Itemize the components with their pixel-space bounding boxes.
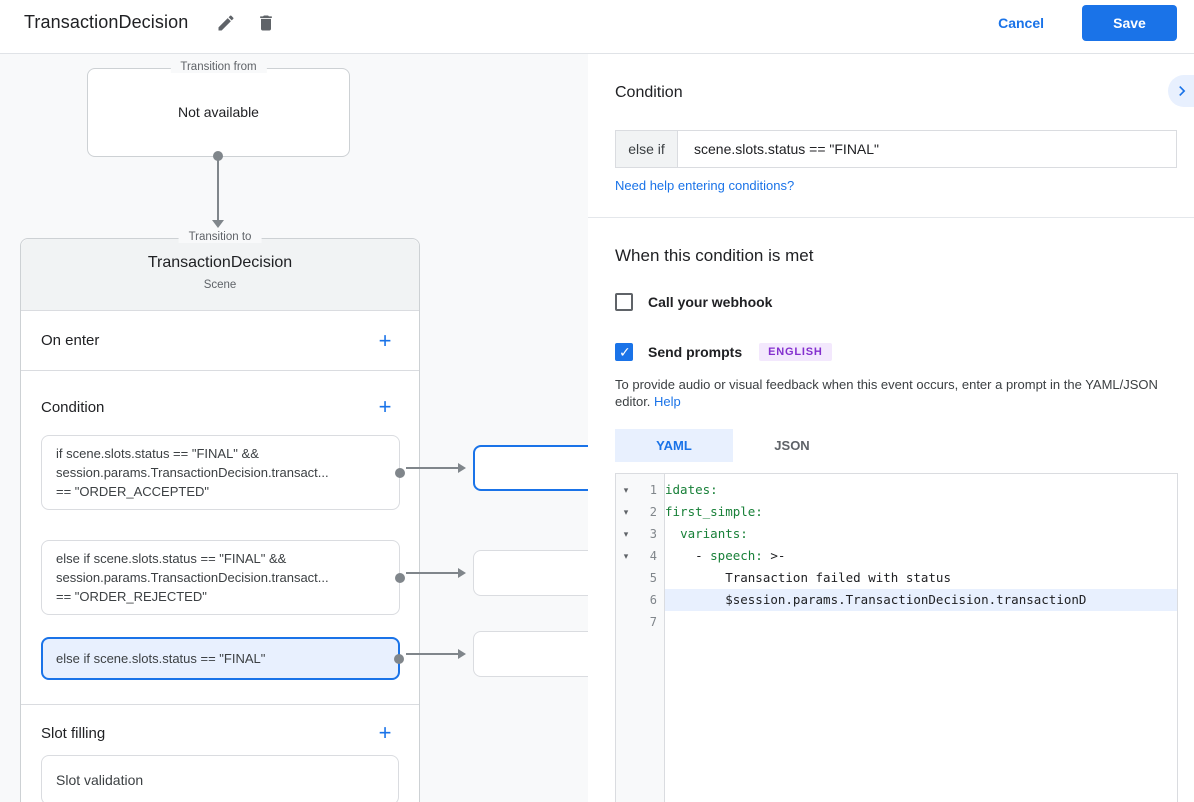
editor-gutter: 1 2 3 4 5 6 7 xyxy=(616,474,665,802)
arrow-down-icon xyxy=(212,220,224,228)
transition-to-card: Transition to TransactionDecision Scene … xyxy=(20,231,420,802)
condition-text: == "ORDER_ACCEPTED" xyxy=(56,484,209,499)
when-condition-heading: When this condition is met xyxy=(615,246,814,265)
scene-type-label: Scene xyxy=(203,279,237,291)
arrow-right-icon xyxy=(458,649,466,659)
condition-text: else if scene.slots.status == "FINAL" && xyxy=(56,551,287,566)
chevron-right-icon xyxy=(1179,86,1186,96)
line-number: 7 xyxy=(649,615,657,629)
code-line[interactable]: $session.params.TransactionDecision.tran… xyxy=(665,589,1177,611)
cancel-button[interactable]: Cancel xyxy=(998,14,1044,31)
connector-dot xyxy=(394,653,404,664)
save-button[interactable]: Save xyxy=(1082,4,1177,41)
fold-toggle-icon[interactable] xyxy=(616,485,636,496)
slot-filling-section: Slot filling Slot validation xyxy=(21,705,419,802)
transition-from-legend: Transition from xyxy=(170,61,267,73)
page-title: TransactionDecision xyxy=(24,12,189,32)
webhook-label: Call your webhook xyxy=(648,294,773,310)
editor-hint: To provide audio or visual feedback when… xyxy=(615,376,1170,410)
fold-toggle-icon[interactable] xyxy=(616,529,636,540)
condition-text: == "ORDER_REJECTED" xyxy=(56,589,207,604)
collapse-panel-button[interactable] xyxy=(1168,75,1194,107)
connector-dot xyxy=(395,467,405,478)
line-number: 3 xyxy=(649,527,657,541)
code-line[interactable]: variants: xyxy=(680,526,748,541)
code-line[interactable]: first_simple: xyxy=(665,504,763,519)
connector-line xyxy=(406,467,460,469)
scene-card-header: TransactionDecision Scene xyxy=(21,239,419,311)
code-line[interactable]: idates: xyxy=(665,482,718,497)
transition-from-box: Transition from Not available xyxy=(87,61,350,157)
connector-line xyxy=(406,653,460,655)
condition-section: Condition if scene.slots.status == "FINA… xyxy=(21,371,419,705)
add-slot-button[interactable] xyxy=(373,721,397,745)
condition-card[interactable]: if scene.slots.status == "FINAL" && sessi… xyxy=(41,435,405,510)
condition-card[interactable]: else if scene.slots.status == "FINAL" xyxy=(41,637,404,680)
connector-dot xyxy=(213,151,223,161)
add-condition-button[interactable] xyxy=(373,395,397,419)
on-enter-section: On enter xyxy=(21,311,419,371)
editor-code-area[interactable]: idates: first_simple: variants: - speech:… xyxy=(665,474,1177,802)
condition-card-list: if scene.slots.status == "FINAL" && sessi… xyxy=(41,435,405,680)
fold-toggle-icon[interactable] xyxy=(616,507,636,518)
transition-to-legend: Transition to xyxy=(178,231,262,243)
help-link[interactable]: Help xyxy=(654,394,681,409)
add-on-enter-button[interactable] xyxy=(373,329,397,353)
code-line[interactable]: - speech: >- xyxy=(665,548,786,563)
slot-card-list: Slot validation xyxy=(41,755,399,802)
condition-card[interactable]: else if scene.slots.status == "FINAL" &&… xyxy=(41,540,405,615)
condition-text: else if scene.slots.status == "FINAL" xyxy=(56,651,266,666)
connector-line xyxy=(217,160,219,220)
condition-section-label: Condition xyxy=(41,398,105,416)
condition-detail-panel: Condition else if scene.slots.status == … xyxy=(588,54,1194,802)
tab-json[interactable]: JSON xyxy=(774,438,810,453)
arrow-right-icon xyxy=(458,568,466,578)
scene-name: TransactionDecision xyxy=(147,254,293,271)
arrow-right-icon xyxy=(458,463,466,473)
condition-text: session.params.TransactionDecision.trans… xyxy=(56,570,329,585)
tab-yaml[interactable]: YAML xyxy=(615,429,733,462)
line-number: 4 xyxy=(649,549,657,563)
code-line[interactable] xyxy=(665,611,1177,633)
edit-icon[interactable] xyxy=(214,11,238,35)
condition-text: session.params.TransactionDecision.trans… xyxy=(56,465,329,480)
transition-from-value: Not available xyxy=(178,104,259,120)
on-enter-label: On enter xyxy=(41,332,100,349)
condition-input[interactable]: scene.slots.status == "FINAL" xyxy=(694,141,880,157)
yaml-code-editor: 1 2 3 4 5 6 7 idates: first_simple: variants: -… xyxy=(615,473,1178,802)
condition-prefix-label: else if xyxy=(616,131,678,167)
webhook-checkbox[interactable] xyxy=(615,293,633,311)
condition-text: if scene.slots.status == "FINAL" && xyxy=(56,446,259,461)
scene-flow-canvas: Transition from Not available Transition… xyxy=(0,54,588,802)
slot-validation-card[interactable]: Slot validation xyxy=(41,755,399,802)
line-number: 1 xyxy=(649,483,657,497)
language-badge: ENGLISH xyxy=(759,343,832,361)
send-prompts-label: Send prompts xyxy=(648,344,743,360)
transition-target-box[interactable] xyxy=(473,550,588,596)
editor-hint-text: To provide audio or visual feedback when… xyxy=(615,377,1158,409)
delete-icon[interactable] xyxy=(254,11,278,35)
divider xyxy=(588,217,1194,218)
conditions-help-link[interactable]: Need help entering conditions? xyxy=(615,178,795,193)
fold-toggle-icon[interactable] xyxy=(616,551,636,562)
line-number: 5 xyxy=(649,571,657,585)
condition-expression-row: else if scene.slots.status == "FINAL" xyxy=(615,130,1177,168)
line-number: 2 xyxy=(649,505,657,519)
editor-tabs: YAML JSON xyxy=(615,429,851,462)
code-line[interactable]: Transaction failed with status xyxy=(665,570,951,585)
connector-dot xyxy=(395,572,405,583)
send-prompts-checkbox[interactable] xyxy=(615,343,633,361)
transition-target-box[interactable] xyxy=(473,631,588,677)
transition-target-box[interactable] xyxy=(473,445,588,491)
panel-title: Condition xyxy=(615,84,683,101)
line-number: 6 xyxy=(649,593,657,607)
connector-line xyxy=(406,572,460,574)
top-toolbar: TransactionDecision Cancel Save xyxy=(0,0,1194,54)
slot-filling-label: Slot filling xyxy=(41,724,106,742)
